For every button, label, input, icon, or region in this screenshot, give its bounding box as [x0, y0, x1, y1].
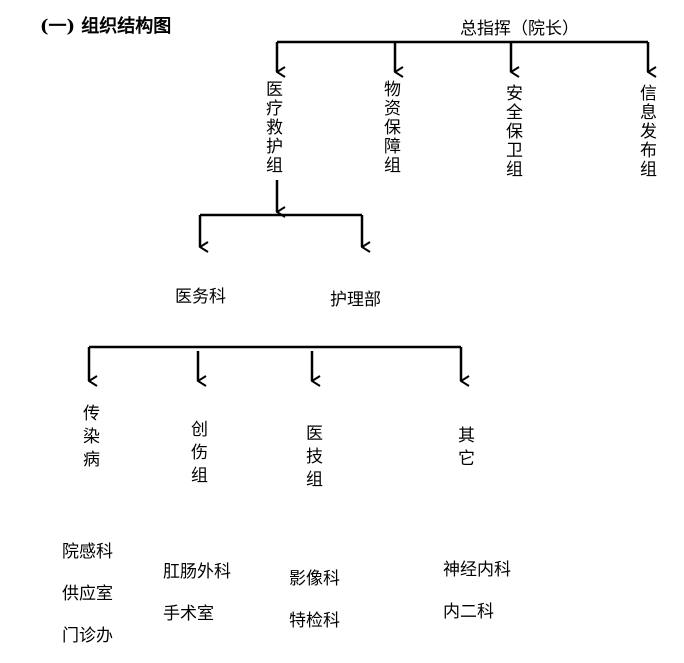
subgroup-other: 其它	[454, 426, 474, 472]
member-item: 特检科	[289, 611, 340, 631]
member-item: 肛肠外科	[163, 562, 231, 582]
members-trauma: 肛肠外科 手术室	[163, 551, 231, 635]
group-material-supply: 物资保障组	[380, 80, 400, 175]
group-info-release: 信息发布组	[636, 84, 656, 179]
member-item: 院感科	[62, 542, 113, 562]
members-other: 神经内科 内二科	[443, 549, 511, 633]
members-infection: 院感科 供应室 门诊办	[62, 531, 113, 657]
group-security: 安全保卫组	[502, 84, 522, 179]
member-item: 手术室	[163, 604, 214, 624]
member-item: 供应室	[62, 584, 113, 604]
page-title: (一) 组织结构图	[40, 16, 172, 37]
member-item: 内二科	[443, 602, 494, 622]
member-item: 影像科	[289, 569, 340, 589]
group-medical-rescue: 医疗救护组	[262, 80, 282, 175]
unit-medical-affairs: 医务科	[175, 287, 226, 307]
member-item: 神经内科	[443, 560, 511, 580]
member-item: 门诊办	[62, 626, 113, 646]
chief-commander-label: 总指挥（院长）	[460, 19, 579, 39]
unit-nursing: 护理部	[330, 290, 381, 310]
subgroup-medtech: 医技组	[302, 424, 322, 493]
subgroup-trauma: 创伤组	[187, 420, 207, 489]
members-medtech: 影像科 特检科	[289, 558, 340, 642]
subgroup-infection: 传染病	[79, 404, 99, 473]
